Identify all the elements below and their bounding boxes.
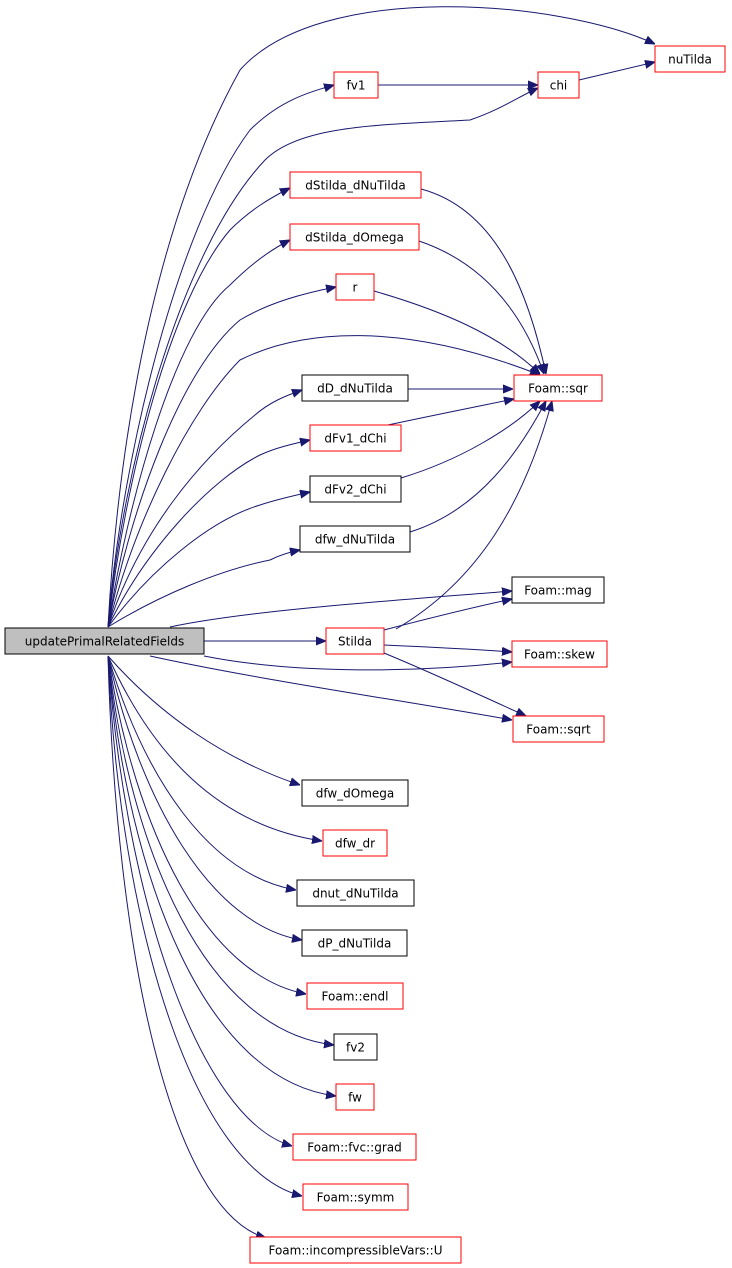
node-dStilda_dOmega[interactable]: dStilda_dOmega — [289, 223, 420, 251]
edge-root-to-dFv1_dChi — [107, 440, 310, 628]
node-label: dfw_dr — [335, 837, 375, 851]
node-foam-symm[interactable]: Foam::symm — [302, 1183, 409, 1211]
node-label: dD_dNuTilda — [317, 382, 393, 396]
edge-chi-to-nuTilda — [578, 62, 655, 81]
node-foam-incompressibleVars-U[interactable]: Foam::incompressibleVars::U — [249, 1236, 462, 1264]
node-foam-fvc-grad[interactable]: Foam::fvc::grad — [292, 1133, 417, 1161]
edge-root-to-dD_dNuTilda — [107, 390, 302, 628]
edge-root-to-dP_dNuTilda — [107, 655, 302, 940]
node-nuTilda[interactable]: nuTilda — [654, 45, 726, 73]
node-dFv2_dChi[interactable]: dFv2_dChi — [309, 475, 402, 503]
node-label: Foam::fvc::grad — [307, 1141, 401, 1155]
edge-root-to-dStilda_dNuTilda — [107, 188, 290, 628]
edge-root-to-endl — [107, 655, 306, 994]
edge-root-to-r — [107, 287, 336, 628]
edge-root-to-incompressibleVars-U — [107, 655, 266, 1238]
node-label: fv1 — [347, 79, 366, 93]
edge-Stilda-to-mag — [383, 599, 512, 631]
node-label: Foam::incompressibleVars::U — [268, 1244, 442, 1258]
node-label: Stilda — [338, 635, 372, 649]
nodes: updatePrimalRelatedFields nuTilda fv1 ch… — [4, 45, 726, 1264]
node-label: Foam::mag — [524, 584, 592, 598]
node-label: fw — [348, 1091, 362, 1105]
node-label: Foam::symm — [317, 1191, 395, 1205]
edge-root-to-dfw_dr — [107, 655, 322, 841]
node-label: Foam::skew — [524, 648, 595, 662]
node-r[interactable]: r — [335, 273, 375, 301]
node-dnut_dNuTilda[interactable]: dnut_dNuTilda — [296, 879, 415, 907]
node-label: dnut_dNuTilda — [312, 887, 398, 901]
edge-root-to-fw — [107, 655, 336, 1096]
edge-root-to-fv2 — [107, 655, 334, 1045]
node-label: dFv1_dChi — [324, 432, 386, 446]
node-label: dP_dNuTilda — [318, 937, 392, 951]
node-dfw_dOmega[interactable]: dfw_dOmega — [301, 779, 409, 807]
node-label: chi — [550, 79, 568, 93]
edge-root-to-fv1 — [107, 85, 334, 628]
node-label: dFv2_dChi — [324, 483, 386, 497]
edge-root-to-dnut_dNuTilda — [107, 655, 296, 890]
edge-root-to-dStilda_dOmega — [107, 240, 290, 628]
edge-root-to-skew — [203, 655, 512, 671]
edge-root-to-sqrt — [149, 655, 512, 720]
node-foam-sqr[interactable]: Foam::sqr — [513, 374, 603, 402]
node-dFv1_dChi[interactable]: dFv1_dChi — [309, 424, 402, 452]
node-label: dfw_dOmega — [316, 787, 395, 801]
node-foam-endl[interactable]: Foam::endl — [306, 982, 404, 1010]
edge-Stilda-to-skew — [383, 644, 512, 652]
edge-r-to-sqr — [373, 290, 540, 374]
node-foam-sqrt[interactable]: Foam::sqrt — [512, 715, 605, 743]
node-fv2[interactable]: fv2 — [333, 1033, 378, 1061]
edge-root-to-chi — [107, 88, 538, 628]
node-label: updatePrimalRelatedFields — [25, 635, 184, 649]
edge-Stilda-to-sqr — [395, 401, 552, 630]
node-dP_dNuTilda[interactable]: dP_dNuTilda — [301, 929, 408, 957]
node-fv1[interactable]: fv1 — [333, 71, 379, 99]
node-label: Foam::sqrt — [526, 723, 591, 737]
edge-dStilda_dOmega-to-sqr — [418, 240, 544, 374]
edge-root-to-nuTilda — [107, 6, 655, 628]
node-dfw_dNuTilda[interactable]: dfw_dNuTilda — [299, 525, 411, 553]
edge-root-to-symm — [107, 655, 302, 1196]
node-label: r — [353, 281, 358, 295]
node-label: nuTilda — [668, 53, 712, 67]
node-foam-skew[interactable]: Foam::skew — [511, 640, 608, 668]
node-label: dfw_dNuTilda — [315, 533, 395, 547]
node-label: dStilda_dOmega — [305, 231, 404, 245]
edges — [107, 6, 655, 1238]
edge-root-to-dfw_dOmega — [107, 655, 300, 785]
node-Stilda[interactable]: Stilda — [325, 627, 385, 655]
edge-root-to-fvc-grad — [107, 655, 292, 1146]
edge-root-to-sqr — [107, 335, 540, 628]
edge-root-to-dFv2_dChi — [107, 492, 310, 628]
edge-Stilda-to-sqrt — [383, 652, 526, 716]
node-foam-mag[interactable]: Foam::mag — [511, 576, 605, 604]
edge-dFv1_dChi-to-sqr — [373, 399, 514, 429]
node-dfw_dr[interactable]: dfw_dr — [322, 829, 388, 857]
node-updatePrimalRelatedFields: updatePrimalRelatedFields — [4, 627, 205, 655]
edge-dFv2_dChi-to-sqr — [400, 401, 540, 479]
node-label: dStilda_dNuTilda — [305, 179, 405, 193]
edge-dfw_dNuTilda-to-sqr — [409, 401, 546, 533]
node-label: Foam::endl — [322, 990, 389, 1004]
node-label: Foam::sqr — [528, 382, 588, 396]
node-chi[interactable]: chi — [537, 71, 580, 99]
edge-dStilda_dNuTilda-to-sqr — [420, 188, 546, 374]
node-label: fv2 — [346, 1041, 365, 1055]
node-dD_dNuTilda[interactable]: dD_dNuTilda — [301, 374, 409, 402]
edge-root-to-dfw_dNuTilda — [107, 550, 300, 628]
edge-root-to-mag — [169, 591, 512, 628]
node-fw[interactable]: fw — [335, 1083, 375, 1111]
node-dStilda_dNuTilda[interactable]: dStilda_dNuTilda — [289, 171, 422, 199]
